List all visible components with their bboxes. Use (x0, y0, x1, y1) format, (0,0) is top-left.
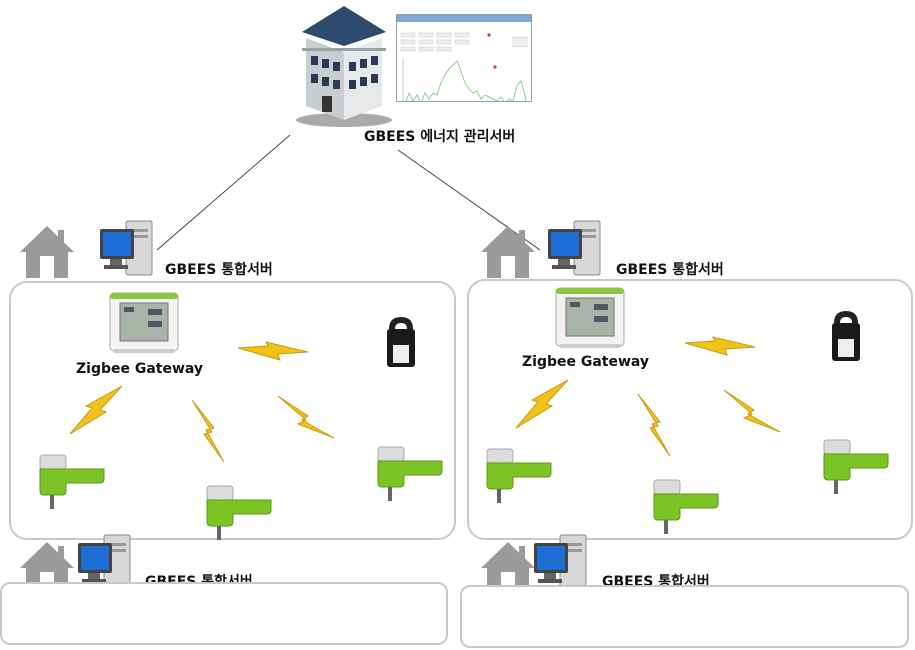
central-server-label: GBEES 에너지 관리서버 (364, 129, 516, 145)
connection-line-right (397, 149, 541, 251)
site2-gateway-label: Zigbee Gateway (522, 354, 650, 370)
lightning-icon (191, 399, 225, 463)
smart-plug-icon (823, 439, 889, 494)
ct-clamp-sensor-icon (387, 317, 415, 367)
screenshot-title-bar (397, 15, 531, 22)
lightning-icon (723, 389, 781, 433)
site3-network-panel (0, 582, 448, 645)
lightning-icon (684, 336, 756, 356)
zigbee-gateway-display-icon (555, 287, 625, 348)
smart-plug-icon (486, 448, 552, 503)
energy-monitor-screenshot (396, 14, 532, 102)
computer-icon (534, 534, 587, 590)
smart-plug-icon (653, 479, 719, 534)
lightning-icon (69, 385, 123, 435)
zigbee-gateway-display-icon (109, 292, 179, 353)
lightning-icon (637, 393, 671, 457)
computer-icon (100, 220, 153, 276)
screenshot-chart-line (405, 60, 527, 101)
house-icon (481, 226, 535, 278)
office-building-icon (296, 6, 392, 127)
smart-plug-icon (206, 485, 272, 540)
computer-icon (78, 534, 131, 590)
lightning-icon (277, 395, 335, 439)
site4-network-panel (460, 585, 909, 648)
smart-plug-icon (39, 454, 105, 509)
site1-gateway-label: Zigbee Gateway (76, 361, 204, 377)
lightning-icon (237, 341, 309, 361)
ct-clamp-sensor-icon (832, 311, 860, 361)
computer-icon (548, 220, 601, 276)
site1-server-label: GBEES 통합서버 (165, 262, 273, 278)
screenshot-controls (400, 32, 528, 101)
connection-line-left (156, 134, 291, 251)
smart-plug-icon (377, 446, 443, 501)
house-icon (20, 226, 74, 278)
lightning-icon (515, 379, 569, 429)
site2-server-label: GBEES 통합서버 (616, 262, 724, 278)
